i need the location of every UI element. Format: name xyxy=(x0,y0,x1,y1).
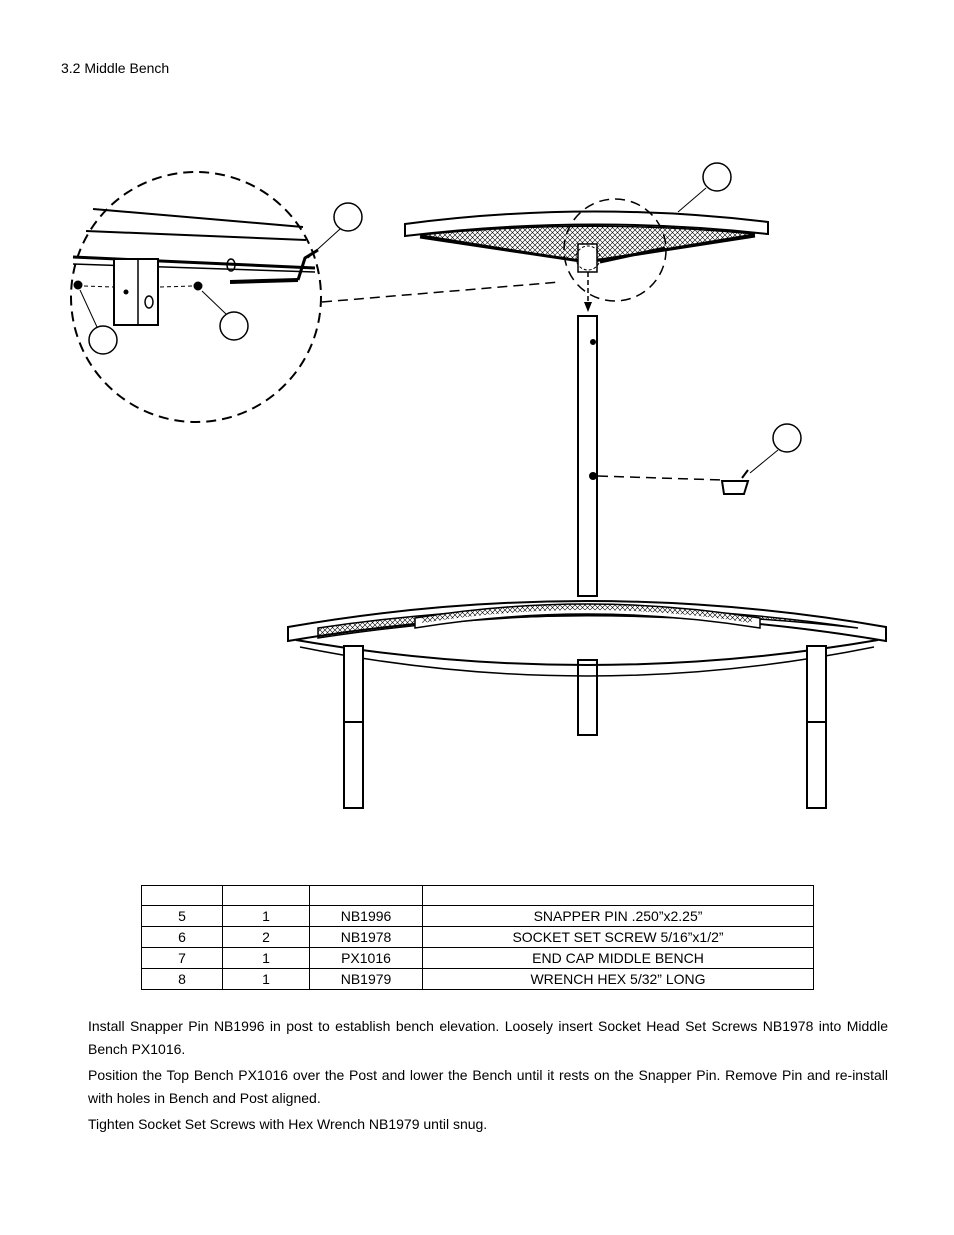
section-title: 3.2 Middle Bench xyxy=(61,60,170,76)
table-row: 6 2 NB1978 SOCKET SET SCREW 5/16”x1/2” xyxy=(141,926,814,948)
description: SOCKET SET SCREW 5/16”x1/2” xyxy=(422,926,814,948)
callout-bubbles xyxy=(88,162,802,453)
part-number: NB1979 xyxy=(309,968,423,990)
table-row: 5 1 NB1996 SNAPPER PIN .250”x2.25” xyxy=(141,905,814,927)
table-header-cell xyxy=(141,885,223,906)
item-number: 6 xyxy=(141,926,223,948)
item-number: 5 xyxy=(141,905,223,927)
parts-table: 5 1 NB1996 SNAPPER PIN .250”x2.25” 6 2 N… xyxy=(141,885,814,990)
part-number: NB1978 xyxy=(309,926,423,948)
instructions: Install Snapper Pin NB1996 in post to es… xyxy=(88,1015,888,1139)
detail-view xyxy=(70,171,322,423)
quantity: 1 xyxy=(222,947,310,969)
table-header-row xyxy=(141,885,814,906)
table-header-cell xyxy=(422,885,814,906)
instruction-paragraph: Install Snapper Pin NB1996 in post to es… xyxy=(88,1018,888,1057)
instruction-paragraph: Position the Top Bench PX1016 over the P… xyxy=(88,1067,888,1106)
snapper-pin xyxy=(597,469,750,495)
item-number: 8 xyxy=(141,968,223,990)
lower-bench xyxy=(287,600,887,677)
detail-indicator-circle xyxy=(563,198,667,302)
description: WRENCH HEX 5/32” LONG xyxy=(422,968,814,990)
table-header-cell xyxy=(309,885,423,906)
part-number: NB1996 xyxy=(309,905,423,927)
assembly-drawing xyxy=(70,162,887,809)
table-row: 8 1 NB1979 WRENCH HEX 5/32” LONG xyxy=(141,968,814,990)
center-post xyxy=(577,315,598,736)
description: END CAP MIDDLE BENCH xyxy=(422,947,814,969)
quantity: 1 xyxy=(222,968,310,990)
bench-legs xyxy=(343,645,827,809)
description: SNAPPER PIN .250”x2.25” xyxy=(422,905,814,927)
quantity: 2 xyxy=(222,926,310,948)
part-number: PX1016 xyxy=(309,947,423,969)
callout-leaders xyxy=(79,187,779,474)
item-number: 7 xyxy=(141,947,223,969)
table-header-cell xyxy=(222,885,310,906)
top-bench xyxy=(404,210,769,273)
quantity: 1 xyxy=(222,905,310,927)
table-row: 7 1 PX1016 END CAP MIDDLE BENCH xyxy=(141,947,814,969)
instruction-paragraph: Tighten Socket Set Screws with Hex Wrenc… xyxy=(88,1116,488,1132)
